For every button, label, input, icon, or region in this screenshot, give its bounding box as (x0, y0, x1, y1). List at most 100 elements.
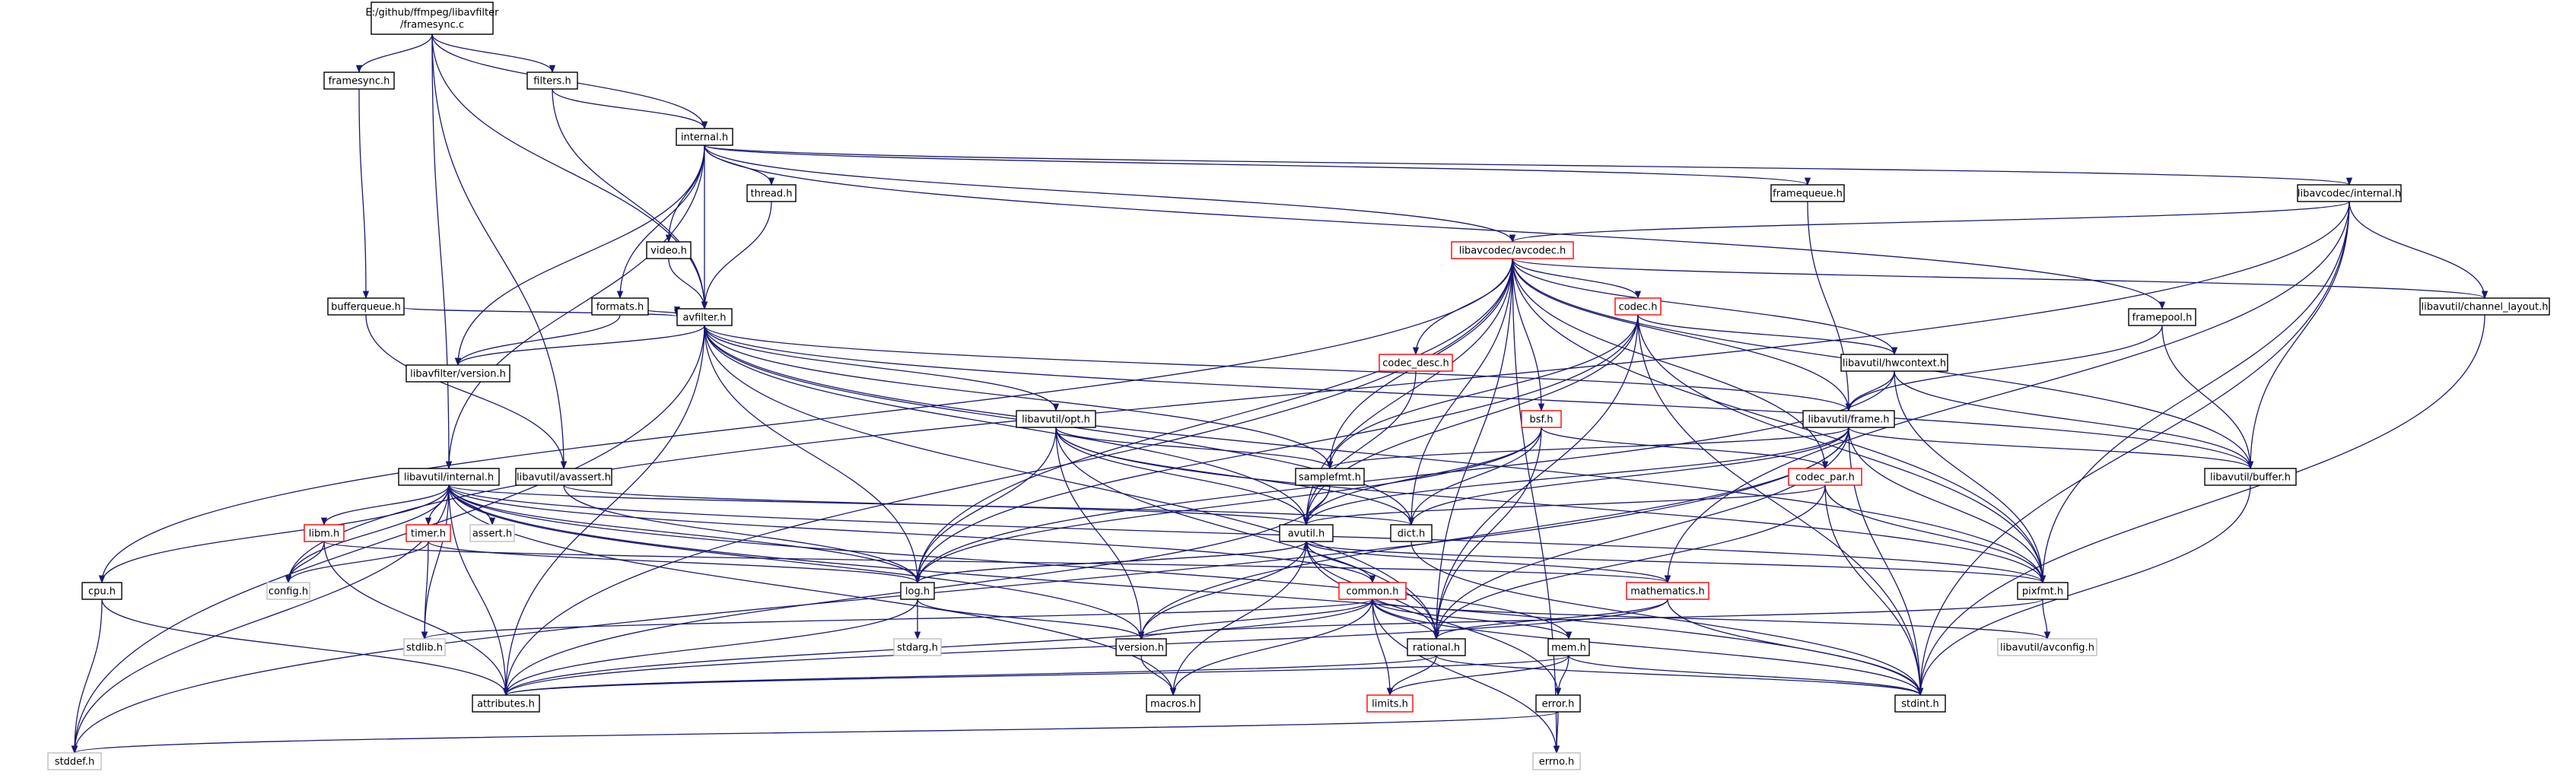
node-internal-h[interactable]: internal.h (676, 128, 733, 146)
edge-root-to-avassert_h (431, 33, 568, 470)
node-box (2297, 184, 2402, 202)
node-opt-h[interactable]: libavutil/opt.h (1016, 410, 1096, 428)
node-box (1997, 638, 2097, 656)
node-label: codec_desc.h (1382, 358, 1449, 370)
node-avutil-h[interactable]: avutil.h (1279, 524, 1334, 542)
node-version-h[interactable]: version.h (1115, 638, 1167, 656)
node-lavu-internal-h[interactable]: libavutil/internal.h (398, 468, 500, 486)
edge-mathematics_h-to-rational_h (1433, 599, 1668, 640)
node-label: libavcodec/internal.h (2298, 189, 2401, 200)
node-libm-h[interactable]: libm.h (304, 524, 345, 542)
node-box (47, 752, 102, 770)
node-label: version.h (1118, 643, 1164, 654)
node-video-h[interactable]: video.h (646, 241, 692, 259)
node-framesync-h[interactable]: framesync.h (323, 71, 395, 90)
edge-frame_h-to-avutil_h (1302, 427, 1849, 526)
node-box (327, 297, 405, 316)
node-codec-par-h[interactable]: codec_par.h (1788, 468, 1862, 486)
node-box (469, 524, 515, 542)
edge-codec_h-to-samplefmt_h (1326, 314, 1639, 470)
edge-avassert_h-to-log_h (563, 484, 921, 584)
node-avassert-h[interactable]: libavutil/avassert.h (515, 468, 612, 486)
node-label: attributes.h (477, 699, 535, 710)
node-filters-h[interactable]: filters.h (526, 71, 578, 90)
node-avconfig-h[interactable]: libavutil/avconfig.h (1997, 638, 2097, 656)
edge-codec_desc_h-to-avutil_h (1302, 370, 1417, 526)
node-label: framesync.h (329, 76, 390, 87)
node-framequeue-h[interactable]: framequeue.h (1770, 184, 1845, 202)
node-thread-h[interactable]: thread.h (746, 184, 797, 202)
node-box (81, 582, 122, 600)
node-buffer-h[interactable]: libavutil/buffer.h (2204, 468, 2297, 486)
node-label: libavutil/opt.h (1022, 414, 1090, 426)
node-limits-h[interactable]: limits.h (1366, 694, 1414, 713)
node-box (1626, 582, 1709, 600)
node-label: assert.h (472, 529, 512, 540)
node-label: stdlib.h (406, 643, 443, 654)
edge-avcodec_h-to-attributes_h (502, 258, 1513, 697)
edge-log_h-to-attributes_h (502, 599, 918, 697)
node-config-h[interactable]: config.h (266, 582, 310, 600)
edge-common_h-to-avconfig_h (1372, 599, 2050, 640)
edge-lavu_internal_h-to-pixfmt_h (448, 484, 2046, 584)
edge-internal_h-to-avcodec_h (704, 144, 1516, 243)
edge-frame_h-to-stddef_h (71, 427, 1849, 754)
edge-avutil_h-to-mathematics_h (1305, 541, 1671, 584)
node-lavc-internal-h[interactable]: libavcodec/internal.h (2297, 184, 2402, 202)
node-label: libavutil/internal.h (404, 472, 494, 484)
node-codec-h[interactable]: codec.h (1614, 297, 1662, 316)
node-samplefmt-h[interactable]: samplefmt.h (1295, 468, 1365, 486)
node-stddef-h[interactable]: stddef.h (47, 752, 102, 770)
node-avfilter-h[interactable]: avfilter.h (676, 308, 733, 326)
node-macros-h[interactable]: macros.h (1146, 694, 1201, 713)
edge-avfilter_h-to-opt_h (704, 325, 1060, 412)
node-bufferqueue-h[interactable]: bufferqueue.h (327, 297, 405, 316)
edge-codec_h-to-pixfmt_h (1637, 314, 2046, 584)
node-dict-h[interactable]: dict.h (1390, 524, 1433, 542)
edge-lavu_internal_h-to-attributes_h (448, 484, 510, 697)
node-log-h[interactable]: log.h (900, 582, 935, 600)
node-framepool-h[interactable]: framepool.h (2128, 308, 2196, 326)
node-mathematics-h[interactable]: mathematics.h (1626, 582, 1709, 600)
node-codec-desc-h[interactable]: codec_desc.h (1379, 354, 1453, 372)
node-hwcontext-h[interactable]: libavutil/hwcontext.h (1840, 354, 1948, 372)
node-formats-h[interactable]: formats.h (591, 297, 649, 316)
edge-opt_h-to-rational_h (1055, 427, 1440, 640)
node-avcodec-h[interactable]: libavcodec/avcodec.h (1451, 241, 1574, 259)
edge-mem_h-to-error_h (1554, 655, 1569, 697)
node-stdarg-h[interactable]: stdarg.h (893, 638, 942, 656)
edge-common_h-to-stdint_h (1372, 599, 1924, 697)
edge-avcodec_h-to-channel_layout_h (1512, 258, 2488, 300)
node-stdint-h[interactable]: stdint.h (1894, 694, 1946, 713)
node-rational-h[interactable]: rational.h (1407, 638, 1466, 656)
node-common-h[interactable]: common.h (1338, 582, 1407, 600)
edge-dict_h-to-stdint_h (1410, 541, 1924, 697)
edge-root-to-framesync_h (355, 33, 433, 74)
node-mem-h[interactable]: mem.h (1547, 638, 1590, 656)
node-lavfi-version-h[interactable]: libavfilter/version.h (405, 364, 510, 383)
node-pixfmt-h[interactable]: pixfmt.h (2017, 582, 2069, 600)
node-frame-h[interactable]: libavutil/frame.h (1802, 410, 1895, 428)
node-label: macros.h (1150, 699, 1196, 710)
edge-avcodec_h-to-pixfmt_h (1512, 258, 2046, 584)
edge-avassert_h-to-avutil_h (563, 484, 1309, 526)
node-cpu-h[interactable]: cpu.h (81, 582, 122, 600)
node-stdlib-h[interactable]: stdlib.h (403, 638, 446, 656)
node-box (900, 582, 935, 600)
node-box (1146, 694, 1201, 713)
edge-avcodec_h-to-bsf_h (1512, 258, 1545, 412)
edge-frame_h-to-dict_h (1407, 427, 1849, 526)
node-error-h[interactable]: error.h (1535, 694, 1581, 713)
node-channel-layout-h[interactable]: libavutil/channel_layout.h (2419, 297, 2550, 316)
node-label: libavcodec/avcodec.h (1459, 246, 1566, 257)
edge-frame_h-to-pixfmt_h (1848, 427, 2046, 584)
edge-libm_h-to-mathematics_h (323, 541, 1671, 584)
node-bsf-h[interactable]: bsf.h (1521, 410, 1562, 428)
edge-lavu_internal_h-to-libm_h (320, 484, 450, 526)
node-timer-h[interactable]: timer.h (405, 524, 451, 542)
node-errno-h[interactable]: errno.h (1532, 752, 1581, 770)
edge-codec_par_h-to-avutil_h (1303, 484, 1826, 526)
node-attributes-h[interactable]: attributes.h (472, 694, 540, 713)
edge-frame_h-to-samplefmt_h (1327, 427, 1849, 470)
node-assert-h[interactable]: assert.h (469, 524, 515, 542)
